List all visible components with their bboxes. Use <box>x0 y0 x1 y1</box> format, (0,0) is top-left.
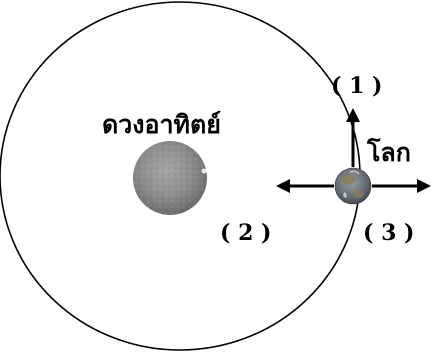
arrow-direction-1 <box>346 108 360 167</box>
earth <box>334 167 372 205</box>
sun-label: ดวงอาทิตย์ <box>102 110 221 139</box>
direction-3-label: ( 3 ) <box>363 220 415 246</box>
arrow-direction-3 <box>372 179 431 193</box>
earth-label: โลก <box>367 138 411 167</box>
direction-2-label: ( 2 ) <box>220 220 272 246</box>
sun <box>133 141 207 215</box>
arrow-direction-2 <box>276 179 334 193</box>
direction-1-label: ( 1 ) <box>331 73 383 99</box>
